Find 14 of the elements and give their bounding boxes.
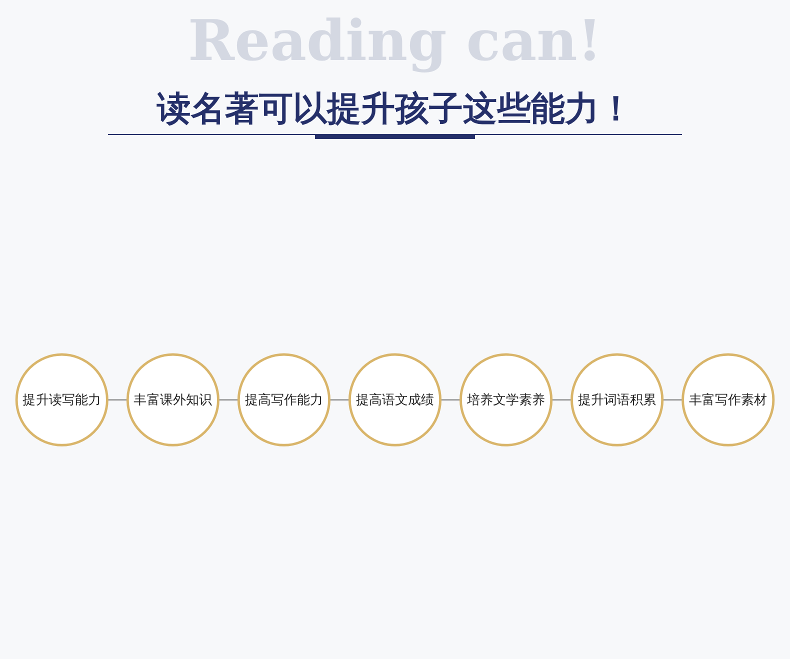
connector <box>440 399 461 401</box>
node-circle: 培养文学素养 <box>460 353 553 447</box>
connector <box>107 399 128 401</box>
node-circle: 提高语文成绩 <box>348 353 442 447</box>
node-circle: 提高写作能力 <box>237 353 330 447</box>
title: 读名著可以提升孩子这些能力！ <box>156 88 634 131</box>
node-circle: 丰富写作素材 <box>682 353 775 447</box>
connector <box>329 399 350 401</box>
node-circle: 丰富课外知识 <box>126 353 220 447</box>
node-circle: 提升读写能力 <box>15 353 108 447</box>
connector <box>218 399 239 401</box>
node-circle: 提升词语积累 <box>570 353 664 447</box>
connector <box>662 399 683 401</box>
connector <box>551 399 572 401</box>
